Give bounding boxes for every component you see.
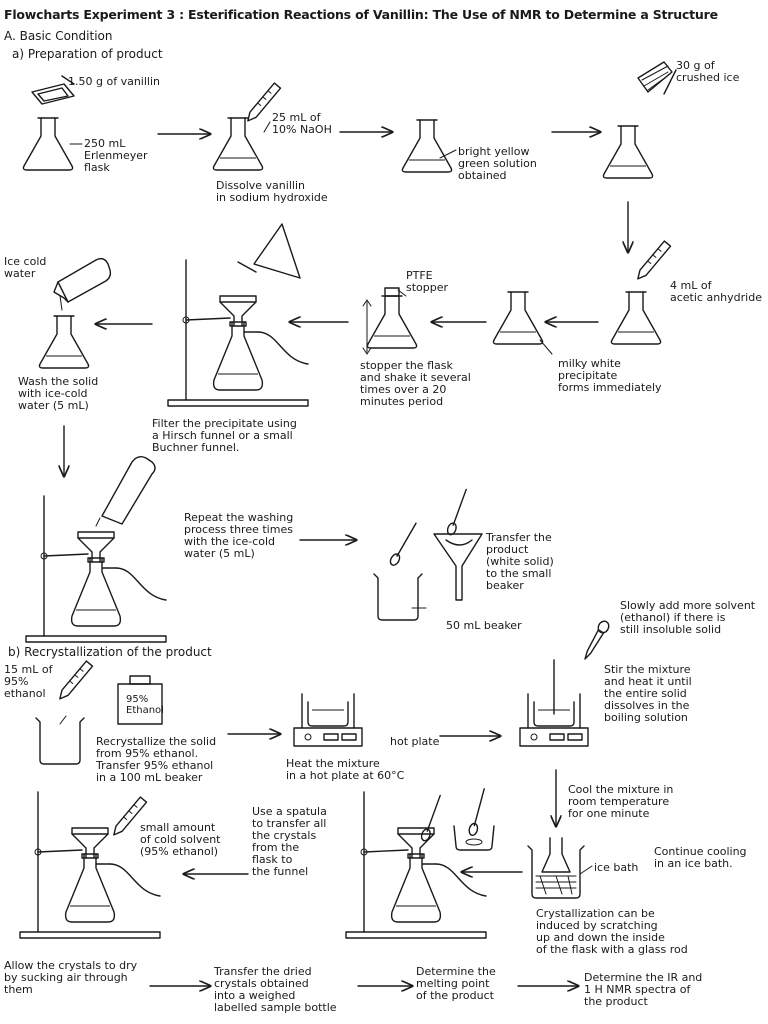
ice-bath-beaker [527,837,585,899]
page-title: Flowcharts Experiment 3 : Esterification… [4,7,718,22]
ice-water-bottle [53,257,112,311]
flask-milky-2 [492,291,544,345]
small-beaker-50 [373,573,423,621]
product-spatula [445,487,471,537]
crushed-ice-scoop [637,61,677,95]
hot-plate-label: hot plate [390,735,440,748]
filtration-setup-3 [345,791,487,939]
filtration-setup-2 [25,495,167,643]
small-dish [453,825,495,851]
subsection-b-heading: b) Recrystallization of the product [8,645,212,659]
hotplate-heat [293,693,363,747]
vanillin-label: 1.50 g of vanillin [68,75,160,88]
flask-dissolve [212,117,264,171]
transfer-spatula [387,520,421,568]
section-a-heading: A. Basic Condition [4,29,113,43]
vanillin-weighing-boat [31,75,75,105]
beaker-95-ethanol [35,717,85,765]
ethanol-pipette [56,660,94,703]
flask-milky [610,291,662,345]
filtration-setup-4 [19,791,161,939]
scoop-spatula [419,793,445,843]
beaker-50-label: 50 mL beaker [446,619,522,632]
ethanol-bottle-label: 95%Ethanol [126,694,164,716]
flask-crushed-ice [602,125,654,179]
ice-bath-label: ice bath [594,861,639,874]
pouring-funnel [237,223,301,279]
ethanol-bottle [117,675,163,725]
flask-stoppered [366,287,418,349]
anhydride-pipette [634,240,672,283]
flask-wash [38,315,90,369]
solvent-dropper [579,618,612,663]
add-solvent-label: Slowly add more solvent(ethanol) if ther… [620,599,756,636]
flask-yellow-solution [401,119,453,173]
subsection-a-heading: a) Preparation of product [12,47,163,61]
transfer-funnel [433,533,483,601]
erlenmeyer-flask-250 [22,117,74,171]
ice-water-bottle-2 [95,455,156,527]
filtration-setup-1 [167,259,309,407]
dish-spatula [467,787,489,837]
